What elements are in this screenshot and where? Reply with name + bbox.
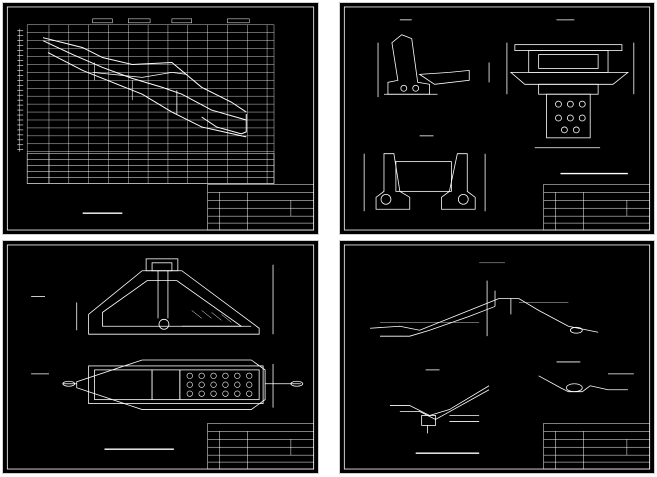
slope-section-drawing <box>343 244 651 470</box>
drawing-sheet-sections[interactable] <box>339 2 655 235</box>
drawing-sheet-slope-sections[interactable] <box>339 240 655 474</box>
drawing-sheet-profile[interactable] <box>2 2 319 235</box>
section-drawing <box>343 6 651 231</box>
profile-drawing <box>6 6 315 231</box>
plan-drawing <box>6 244 315 470</box>
drawing-sheet-elevation-plan[interactable] <box>2 240 319 474</box>
